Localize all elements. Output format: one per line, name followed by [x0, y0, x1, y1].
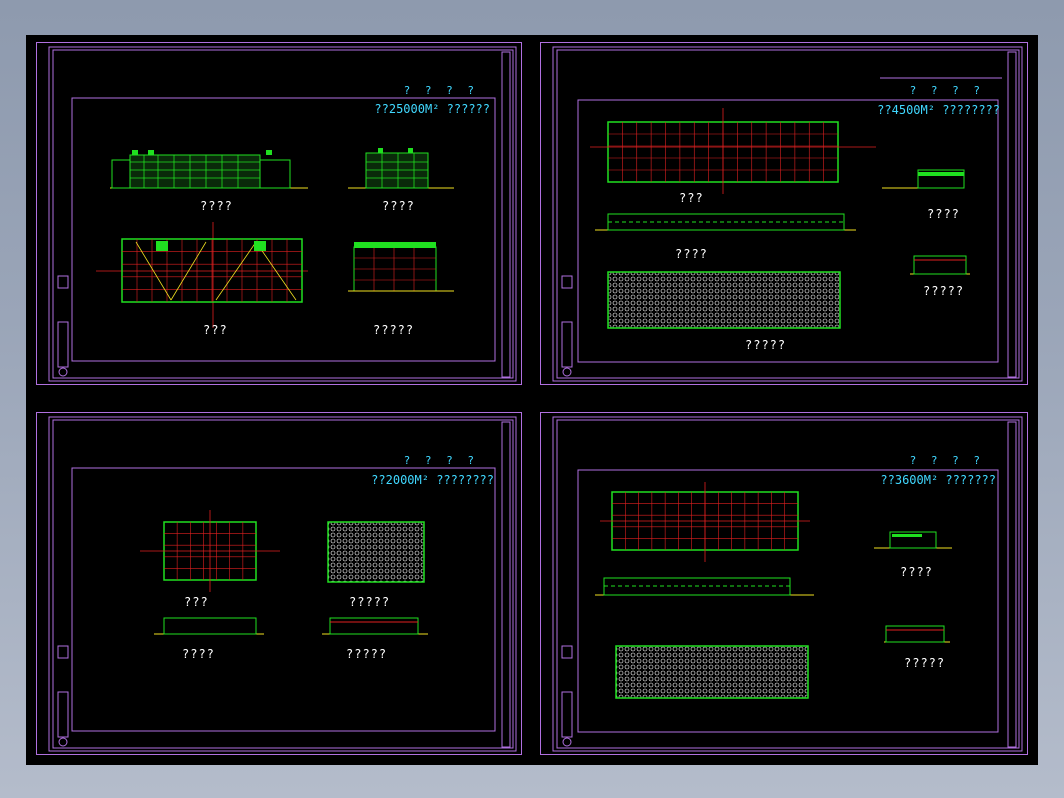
sheet-2-title: ? ? ? ?: [909, 84, 984, 97]
sheet-3-view-label-3: ????: [182, 647, 215, 661]
sheet-3-subtitle: ??2000M² ????????: [371, 473, 494, 487]
sheet-4-subtitle: ??3600M² ???????: [880, 473, 996, 487]
sheet-3-title: ? ? ? ?: [403, 454, 478, 467]
drawing-sheet-4[interactable]: ? ? ? ? ??3600M² ??????? ???? ?????: [540, 412, 1028, 755]
drawing-sheet-1[interactable]: ? ? ? ? ??25000M² ?????? ???? ???? ??? ?…: [36, 42, 522, 385]
sheet-2-frame: [540, 42, 1028, 385]
sheet-1-view-label-1: ????: [200, 199, 233, 213]
sheet-4-frame: [540, 412, 1028, 755]
sheet-2-view-label-4: ????: [927, 207, 960, 221]
drawing-sheet-2[interactable]: ? ? ? ? ??4500M² ???????? ??? ???? ?????…: [540, 42, 1028, 385]
sheet-1-title: ? ? ? ?: [403, 84, 478, 97]
sheet-1-frame: [36, 42, 522, 385]
sheet-1-subtitle: ??25000M² ??????: [374, 102, 490, 116]
sheet-1-view-label-4: ?????: [373, 323, 415, 337]
sheet-4-title: ? ? ? ?: [909, 454, 984, 467]
sheet-1-view-label-2: ????: [382, 199, 415, 213]
sheet-2-view-label-3: ?????: [745, 338, 787, 352]
sheet-1-view-label-3: ???: [203, 323, 228, 337]
sheet-3-view-label-2: ?????: [349, 595, 391, 609]
sheet-4-view-label-1: ????: [900, 565, 933, 579]
sheet-2-view-label-1: ???: [679, 191, 704, 205]
sheet-3-view-label-1: ???: [184, 595, 209, 609]
sheet-2-view-label-5: ?????: [923, 284, 965, 298]
sheet-2-view-label-2: ????: [675, 247, 708, 261]
drawing-sheet-3[interactable]: ? ? ? ? ??2000M² ???????? ??? ????? ????…: [36, 412, 522, 755]
sheet-2-subtitle: ??4500M² ????????: [877, 103, 1000, 117]
sheet-3-view-label-4: ?????: [346, 647, 388, 661]
sheet-4-view-label-2: ?????: [904, 656, 946, 670]
sheet-3-frame: [36, 412, 522, 755]
